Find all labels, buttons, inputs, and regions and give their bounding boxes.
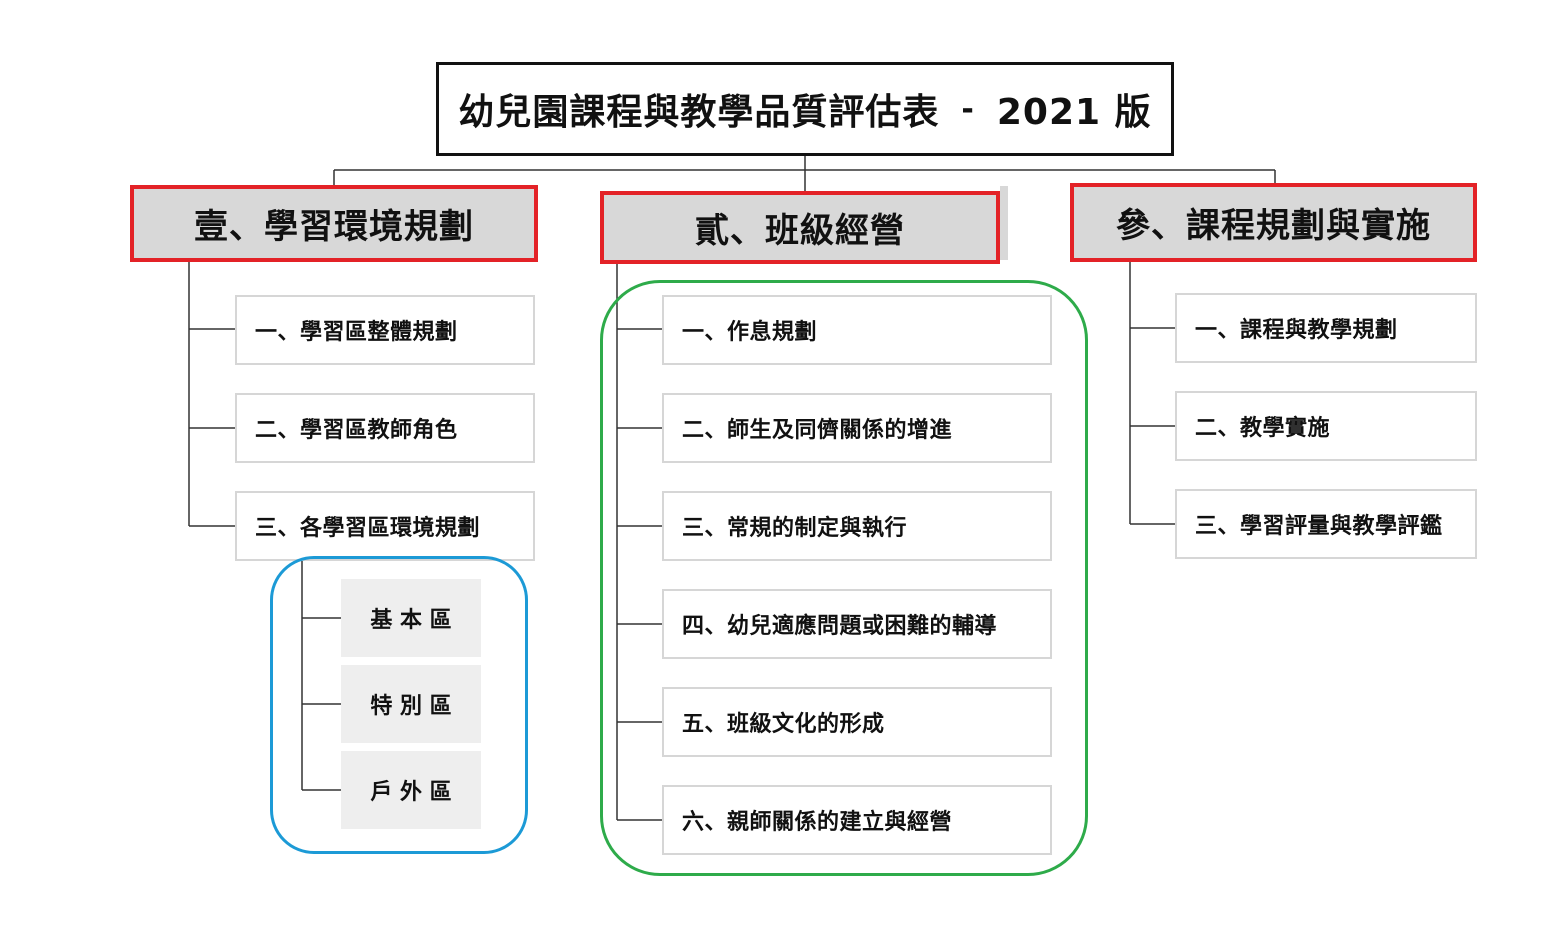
- title-version: 2021 版: [996, 92, 1152, 133]
- section-1-header: 壹、學習環境規劃: [130, 185, 538, 262]
- zone-special: 特 別 區: [341, 665, 481, 743]
- title-separator: -: [961, 91, 975, 127]
- section-2-item-6: 六、親師關係的建立與經營: [662, 785, 1052, 855]
- section-2-item-1: 一、作息規劃: [662, 295, 1052, 365]
- section-1-item-3: 三、各學習區環境規劃: [235, 491, 535, 561]
- zones-group-outline: [270, 556, 528, 854]
- section-1-label: 壹、學習環境規劃: [194, 207, 474, 247]
- diagram-title: 幼兒園課程與教學品質評估表 - 2021 版: [436, 62, 1174, 156]
- section-3-label: 參、課程規劃與實施: [1116, 206, 1431, 246]
- section-3-item-1: 一、課程與教學規劃: [1175, 293, 1477, 363]
- zone-outdoor: 戶 外 區: [341, 751, 481, 829]
- section-2-item-4: 四、幼兒適應問題或困難的輔導: [662, 589, 1052, 659]
- section-2-shadow: [1000, 186, 1008, 260]
- section-2-label: 貳、班級經營: [695, 211, 905, 251]
- section-2-item-3: 三、常規的制定與執行: [662, 491, 1052, 561]
- section-3-header: 參、課程規劃與實施: [1070, 183, 1477, 262]
- section-2-item-2: 二、師生及同儕關係的增進: [662, 393, 1052, 463]
- section-1-item-1: 一、學習區整體規劃: [235, 295, 535, 365]
- section-3-item-3: 三、學習評量與教學評鑑: [1175, 489, 1477, 559]
- section-1-item-2: 二、學習區教師角色: [235, 393, 535, 463]
- title-main: 幼兒園課程與教學品質評估表: [458, 92, 940, 133]
- section-2-header: 貳、班級經營: [600, 191, 1000, 264]
- zone-basic: 基 本 區: [341, 579, 481, 657]
- section-3-item-2: 二、教學實施: [1175, 391, 1477, 461]
- class-management-group-outline: [600, 280, 1088, 876]
- section-2-item-5: 五、班級文化的形成: [662, 687, 1052, 757]
